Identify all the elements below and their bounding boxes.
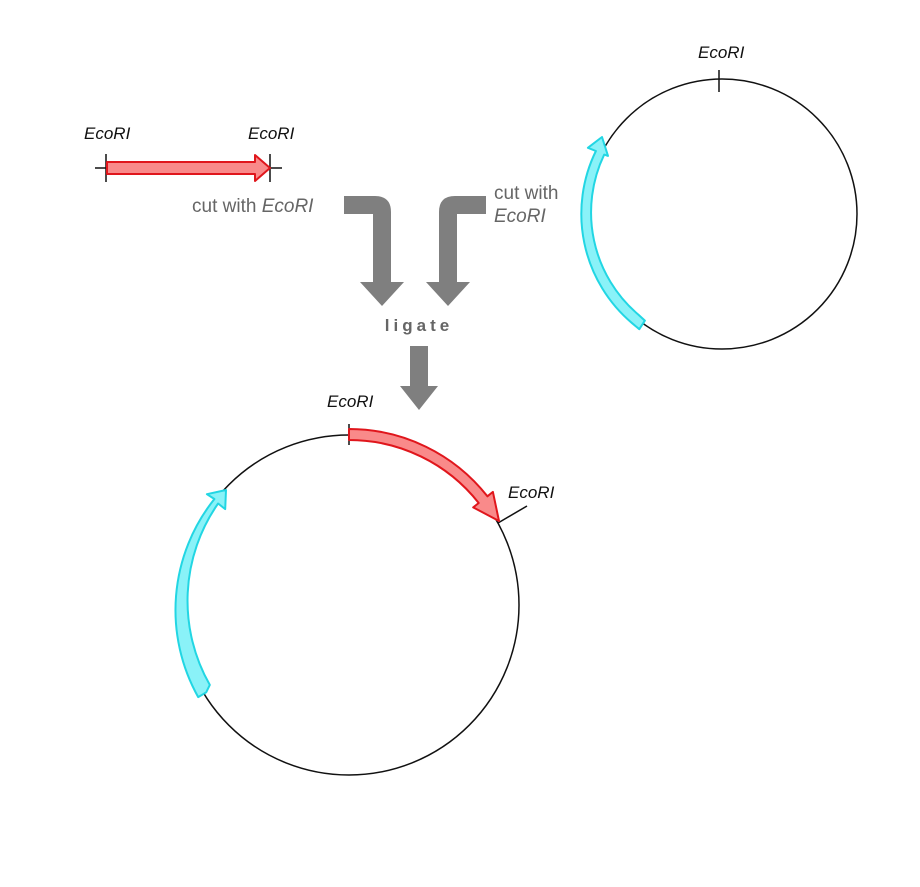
ligate-label: ligate bbox=[385, 316, 453, 335]
vector-site-label: EcoRI bbox=[698, 43, 745, 62]
insert-cut-label: cut with EcoRI bbox=[192, 196, 314, 217]
converging-arrows bbox=[344, 196, 486, 306]
insert-site-right-label: EcoRI bbox=[248, 124, 295, 143]
vector-plasmid: EcoRI bbox=[580, 43, 858, 350]
left-down-arrow bbox=[344, 196, 404, 306]
right-down-arrow bbox=[426, 196, 486, 306]
product-marker-gene-arrow bbox=[174, 489, 227, 699]
product-right-cut-tick bbox=[497, 505, 528, 524]
vector-cut-label-enzyme: EcoRI bbox=[494, 206, 546, 227]
product-site-top-label: EcoRI bbox=[327, 392, 374, 411]
ligate-down-arrow bbox=[400, 346, 438, 410]
vector-marker-gene-arrow bbox=[580, 136, 646, 331]
product-plasmid: EcoRI EcoRI bbox=[174, 392, 555, 776]
product-site-right-label: EcoRI bbox=[508, 483, 555, 502]
insert-fragment: EcoRI EcoRI bbox=[84, 124, 295, 182]
product-insert-gene-arrow bbox=[348, 428, 500, 522]
insert-gene-arrow bbox=[106, 154, 271, 182]
vector-cut-label-line1: cut with bbox=[494, 183, 558, 204]
insert-site-left-label: EcoRI bbox=[84, 124, 131, 143]
